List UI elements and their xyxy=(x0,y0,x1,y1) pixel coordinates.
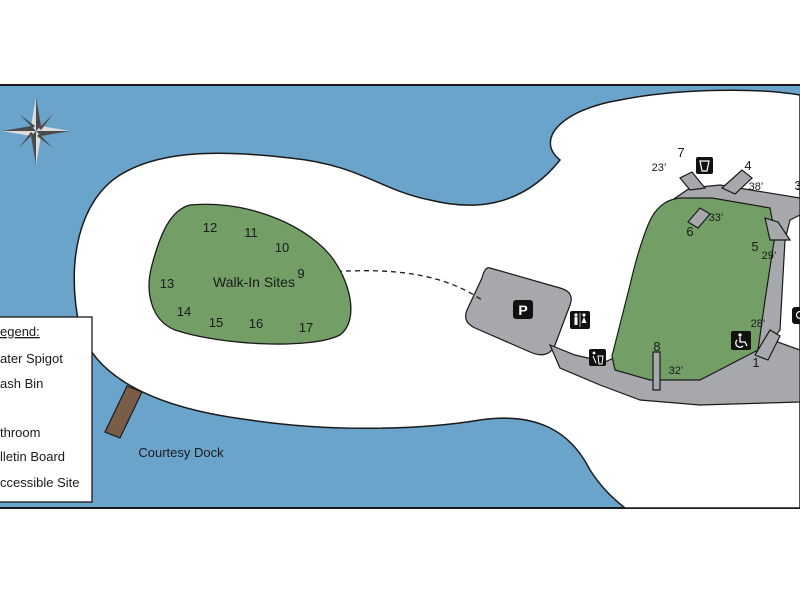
legend-item-water-spigot: ater Spigot xyxy=(0,351,63,366)
walk-in-site-17: 17 xyxy=(299,320,313,335)
spur-8 xyxy=(652,351,661,391)
site-5-length: 29’ xyxy=(762,250,777,262)
spur-6 xyxy=(687,207,711,229)
legend-item-accessible-site: ccessible Site xyxy=(0,475,79,490)
water-spigot-icon xyxy=(696,157,713,174)
site-6: 6 xyxy=(686,224,693,239)
walk-in-site-12: 12 xyxy=(203,220,217,235)
accessible-site-icon xyxy=(731,331,751,350)
site-4-length: 38’ xyxy=(749,181,764,193)
site-6-length: 33’ xyxy=(709,212,724,224)
walk-in-site-14: 14 xyxy=(177,304,191,319)
walk-in-site-10: 10 xyxy=(275,240,289,255)
legend-item-bathroom: throom xyxy=(0,425,40,440)
parking-icon: P xyxy=(513,300,533,319)
legend-item-bulletin-board: lletin Board xyxy=(0,449,65,464)
site-5: 5 xyxy=(751,239,758,254)
site-7: 7 xyxy=(677,145,684,160)
site-3-length: 3 xyxy=(797,181,800,193)
walk-in-sites-area xyxy=(148,203,352,345)
walk-in-trail xyxy=(327,270,483,301)
site-4: 4 xyxy=(744,158,751,173)
bulletin-board-icon xyxy=(792,307,800,324)
spur-7 xyxy=(679,171,707,191)
peninsula-land xyxy=(73,89,800,509)
courtesy-dock xyxy=(104,385,143,439)
bathroom-icon xyxy=(570,311,590,329)
site-8-length: 32’ xyxy=(669,365,684,377)
walk-in-site-15: 15 xyxy=(209,315,223,330)
legend-title: egend: xyxy=(0,324,40,339)
walk-in-site-9: 9 xyxy=(297,266,304,281)
walk-in-site-13: 13 xyxy=(160,276,174,291)
spur-5 xyxy=(764,217,792,241)
site-8: 8 xyxy=(653,339,660,354)
parking-letter: P xyxy=(518,302,527,318)
site-3: 3 xyxy=(794,178,800,193)
site-7-length: 23’ xyxy=(652,162,667,174)
spur-1 xyxy=(754,329,781,361)
site-1-length: 28’ xyxy=(751,318,766,330)
legend-item-trash-bin: ash Bin xyxy=(0,376,43,391)
compass-rose-icon xyxy=(2,97,70,165)
trash-bin-icon xyxy=(589,349,606,366)
spur-4 xyxy=(720,169,753,195)
walk-in-site-11: 11 xyxy=(244,225,258,240)
walk-in-site-16: 16 xyxy=(249,316,263,331)
legend: egend: ater Spigot ash Bin throom lletin… xyxy=(0,316,93,503)
walk-in-sites-label: Walk-In Sites xyxy=(213,274,295,290)
courtesy-dock-label: Courtesy Dock xyxy=(138,445,224,460)
site-1: 1 xyxy=(752,355,759,370)
